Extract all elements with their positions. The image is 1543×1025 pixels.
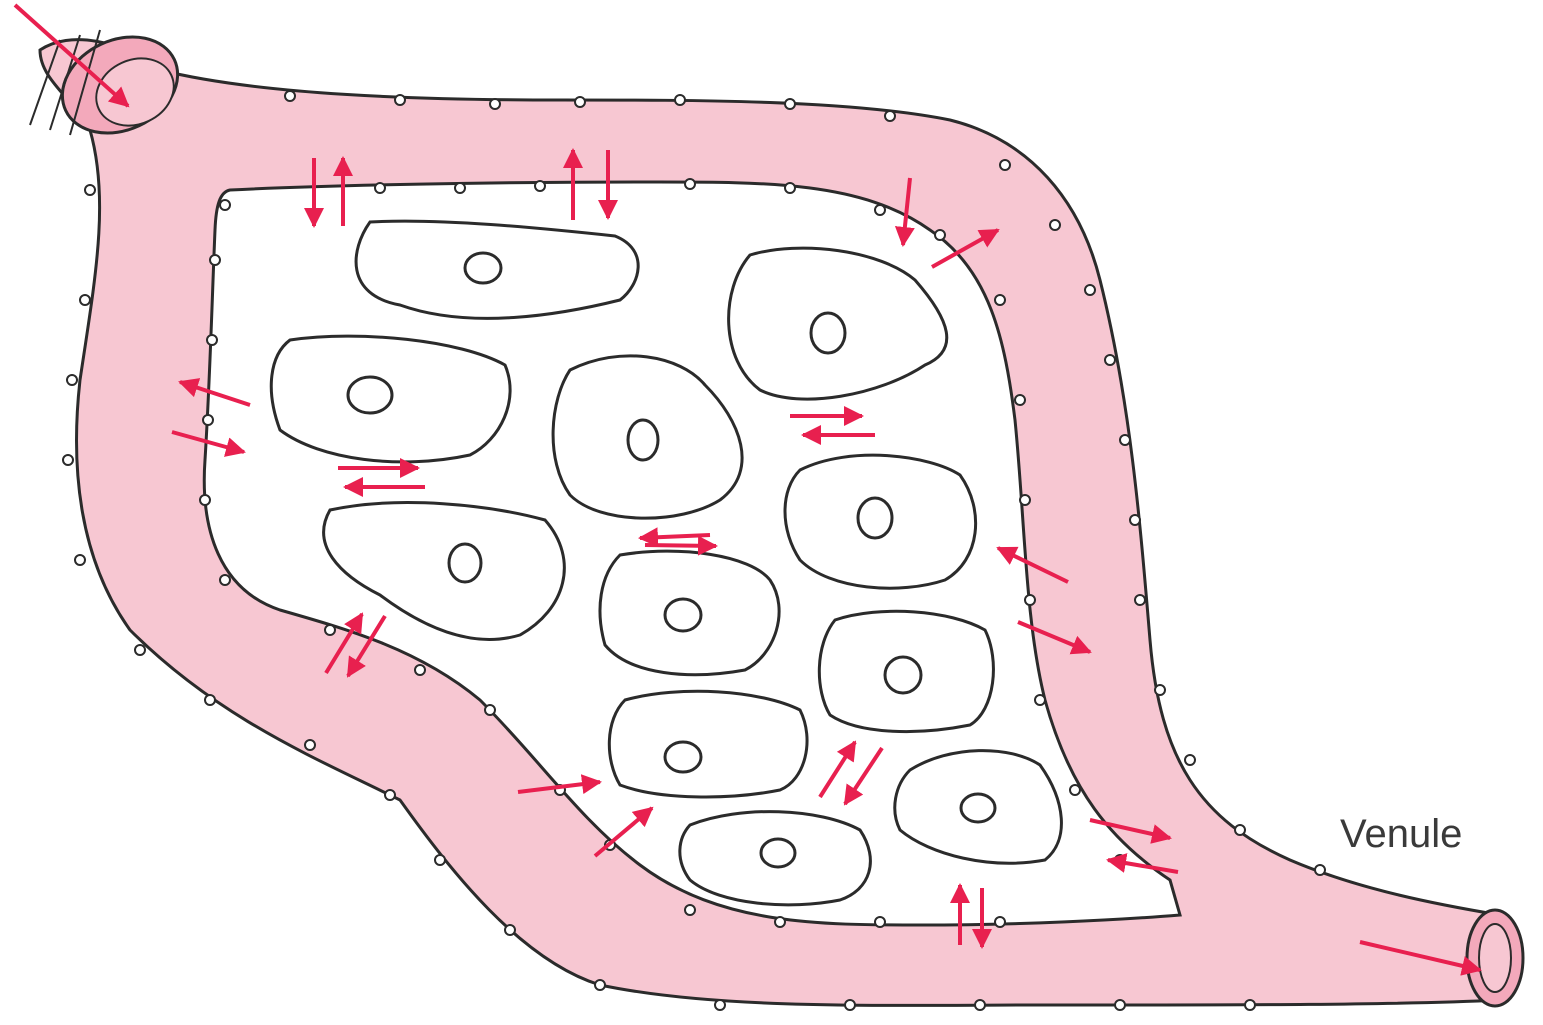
exchange-arrow (645, 545, 716, 546)
venule-label: Venule (1340, 812, 1462, 857)
tissue-cell (609, 691, 807, 797)
exchange-arrow (845, 748, 882, 804)
exchange-arrow (820, 742, 855, 797)
exchange-arrow (640, 535, 710, 538)
tissue-cells (271, 221, 1061, 905)
venule-end (1467, 910, 1523, 1006)
